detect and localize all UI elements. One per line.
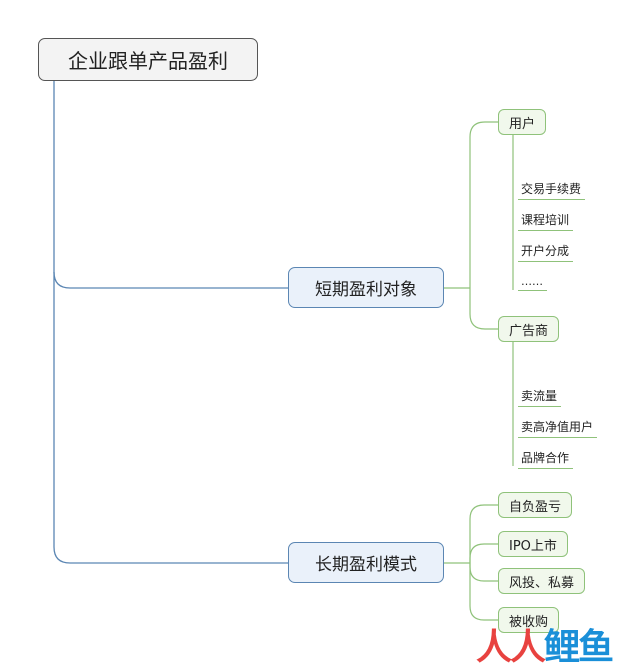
item-ipo[interactable]: IPO上市: [498, 531, 568, 557]
branch-short-term[interactable]: 短期盈利对象: [288, 267, 444, 308]
leaf-ellipsis[interactable]: ……: [518, 273, 547, 291]
leaf-trading-fee[interactable]: 交易手续费: [518, 180, 586, 200]
category-users[interactable]: 用户: [498, 109, 547, 135]
root-node[interactable]: 企业跟单产品盈利: [38, 38, 258, 81]
category-advertisers[interactable]: 广告商: [498, 316, 560, 342]
item-self-financed[interactable]: 自负盈亏: [498, 492, 573, 518]
watermark-part1: 人人: [476, 627, 546, 668]
leaf-brand-cooperation[interactable]: 品牌合作: [518, 449, 574, 469]
leaf-sell-hnw-users[interactable]: 卖高净值用户: [518, 418, 598, 438]
item-vc-pe[interactable]: 风投、私募: [498, 568, 586, 594]
item-acquired[interactable]: 被收购: [498, 607, 560, 633]
leaf-course-training[interactable]: 课程培训: [518, 211, 574, 231]
leaf-sell-traffic[interactable]: 卖流量: [518, 387, 562, 407]
watermark-logo: 人人鲤鱼: [476, 626, 614, 670]
watermark-part2: 鲤鱼: [544, 627, 614, 668]
branch-long-term[interactable]: 长期盈利模式: [288, 542, 444, 583]
leaf-account-share[interactable]: 开户分成: [518, 242, 574, 262]
